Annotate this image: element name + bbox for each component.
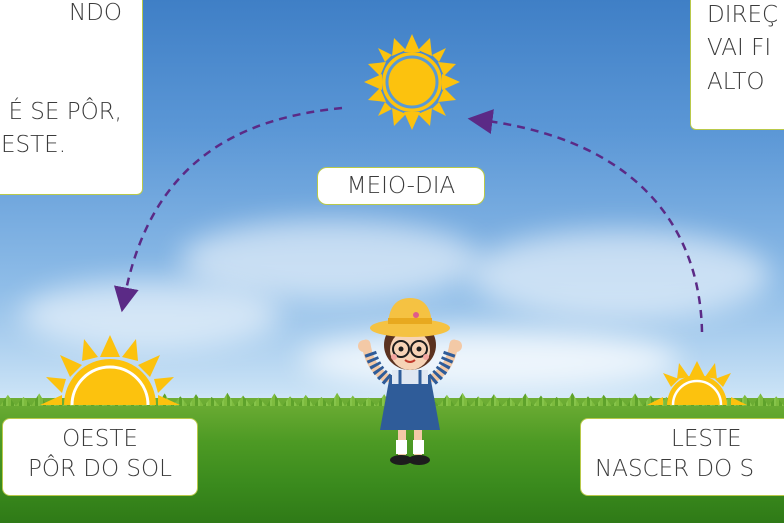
west-label-line1: OESTE — [62, 426, 138, 452]
text-line — [0, 63, 122, 96]
noon-label: MEIO-DIA — [317, 167, 485, 205]
text-line: DIREÇ — [707, 2, 779, 28]
text-line — [0, 30, 122, 63]
text-line: NDO — [68, 0, 122, 26]
arc-arrow-to-west — [114, 106, 343, 313]
west-label: OESTE PÔR DO SOL — [2, 418, 198, 496]
cloud — [300, 330, 680, 390]
girl-character — [358, 298, 462, 465]
noon-sun-icon — [364, 34, 460, 130]
info-card-right: DIREÇ VAI FI ALTO — [690, 0, 784, 130]
rising-sun-icon — [647, 361, 747, 406]
setting-sun-icon — [40, 335, 180, 406]
east-label: LESTE NASCER DO S — [580, 418, 784, 496]
text-line: ALTO — [707, 68, 765, 95]
text-line: ESTE. — [1, 132, 67, 158]
info-card-left-text: NDO É SE PÔR, ESTE. — [0, 0, 142, 162]
info-card-left: NDO É SE PÔR, ESTE. — [0, 0, 143, 195]
west-label-line2: PÔR DO SOL — [28, 455, 172, 482]
east-label-line2: NASCER DO S — [595, 455, 755, 482]
noon-label-text: MEIO-DIA — [346, 173, 456, 199]
arc-arrow-from-east — [467, 109, 704, 333]
text-line: VAI FI — [707, 35, 772, 62]
cloud — [470, 230, 770, 320]
east-label-line1: LESTE — [671, 426, 742, 452]
cloud — [20, 280, 280, 350]
text-line: É SE PÔR, — [8, 99, 122, 125]
